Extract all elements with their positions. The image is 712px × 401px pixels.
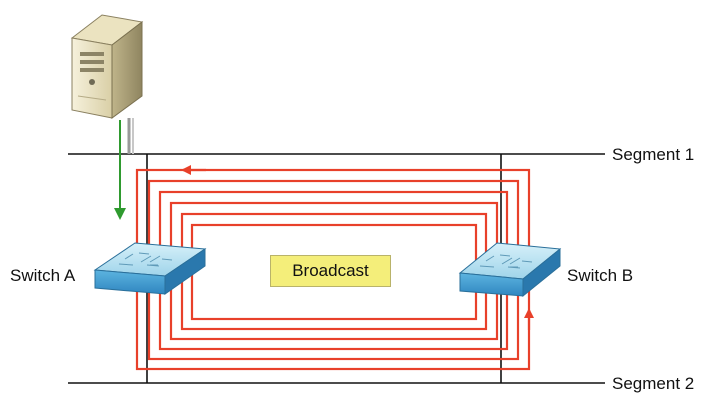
broadcast-label: Broadcast <box>270 255 391 287</box>
switch-a-label: Switch A <box>10 266 76 285</box>
segment-2-label: Segment 2 <box>612 374 695 393</box>
network-switch-icon <box>458 242 562 298</box>
switch-b-label: Switch B <box>567 266 634 285</box>
server-tower-icon <box>70 14 144 119</box>
network-switch-icon <box>93 242 207 295</box>
segment-1-label: Segment 1 <box>612 145 695 164</box>
